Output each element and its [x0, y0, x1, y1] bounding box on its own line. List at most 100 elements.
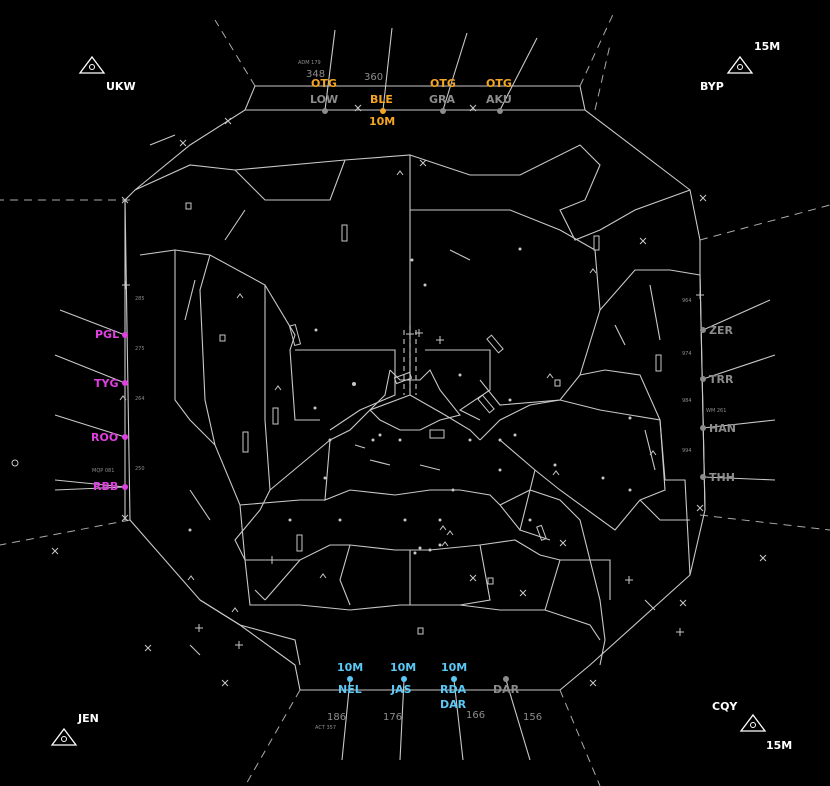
- tick-marks: [51, 104, 767, 687]
- north-gates: OTG LOW BLE 10M OTG GRA OTG AKU: [310, 77, 512, 128]
- gate-dot: [122, 380, 128, 386]
- gate-name: THH: [709, 471, 735, 484]
- gate-rbb[interactable]: RBB: [93, 480, 128, 493]
- heading-south-2: 176: [383, 712, 402, 723]
- heading-west-2: 275: [135, 346, 145, 352]
- gate-rda[interactable]: 10M RDA DAR: [440, 661, 467, 711]
- heading-south-1: 186: [327, 712, 346, 723]
- gate-roo[interactable]: ROO: [91, 431, 128, 444]
- gate-han[interactable]: HAN: [700, 422, 736, 435]
- gate-status: 10M: [337, 661, 363, 674]
- fix-west: MQP 081: [92, 468, 114, 474]
- gate-dot: [497, 108, 503, 114]
- beacon-label: UKW: [106, 80, 136, 93]
- beacon-time: 15M: [754, 40, 780, 53]
- fix-south: ACT 357: [315, 725, 336, 731]
- gate-dot: [122, 484, 128, 490]
- heading-west-1: 285: [135, 296, 145, 302]
- gate-dot: [700, 327, 706, 333]
- west-gates: PGL TYG ROO RBB: [91, 328, 128, 493]
- beacon-icon: [726, 55, 754, 74]
- gate-trr[interactable]: TRR: [700, 373, 734, 386]
- gate-feed-lines: [54, 27, 776, 761]
- gate-name: GRA: [429, 93, 455, 106]
- gate-name: BLE: [370, 93, 393, 106]
- heading-north-1: 348: [306, 69, 325, 80]
- beacon-label: JEN: [77, 712, 99, 725]
- beacon-icon: [50, 727, 78, 746]
- gate-name: JAS: [390, 683, 412, 696]
- beacon-time: 15M: [766, 739, 792, 752]
- gate-name: RDA: [440, 683, 467, 696]
- gate-dot: [700, 376, 706, 382]
- beacon-cqy[interactable]: CQY 15M: [712, 700, 792, 752]
- east-gates: ZER TRR HAN THH: [700, 324, 736, 484]
- gate-dot: [440, 108, 446, 114]
- heading-east-4: 994: [682, 448, 692, 454]
- gate-dot: [122, 332, 128, 338]
- fix-east: WM 261: [706, 408, 726, 414]
- terrain-glyphs: [11, 170, 704, 649]
- gate-nel[interactable]: 10M NEL: [337, 661, 363, 696]
- gate-dot: [700, 474, 706, 480]
- gate-name: RBB: [93, 480, 118, 493]
- beacon-label: BYP: [700, 80, 724, 93]
- heading-north-2: 360: [364, 72, 383, 83]
- gate-name: TYG: [94, 377, 119, 390]
- gate-status: 10M: [390, 661, 416, 674]
- gate-ble[interactable]: BLE 10M: [369, 93, 395, 128]
- gate-dot: [380, 108, 386, 114]
- gate-name: HAN: [709, 422, 736, 435]
- gate-dot: [347, 676, 353, 682]
- gate-status: 10M: [369, 115, 395, 128]
- fix-north: ADM 179: [298, 60, 321, 66]
- waypoint-dots: [188, 247, 632, 555]
- gate-name: AKU: [486, 93, 512, 106]
- heading-east-3: 984: [682, 398, 692, 404]
- beacon-icon: [739, 713, 767, 732]
- gate-gra[interactable]: OTG GRA: [429, 77, 456, 114]
- gate-dar[interactable]: DAR: [493, 676, 520, 696]
- gate-status: 10M: [441, 661, 467, 674]
- beacon-icon: [78, 55, 106, 74]
- heading-east-2: 974: [682, 351, 692, 357]
- gate-status: OTG: [311, 77, 337, 90]
- south-gates: 10M NEL 10M JAS 10M RDA DAR DAR: [337, 661, 520, 711]
- gate-name: PGL: [95, 328, 119, 341]
- beacon-ukw[interactable]: UKW: [78, 55, 136, 93]
- gate-dot: [322, 108, 328, 114]
- gate-name: DAR: [493, 683, 520, 696]
- gate-dot: [503, 676, 509, 682]
- beacon-label: CQY: [712, 700, 738, 713]
- gate-tyg[interactable]: TYG: [94, 377, 128, 390]
- heading-east-1: 964: [682, 298, 692, 304]
- gate-name: TRR: [709, 373, 734, 386]
- gate-name: ROO: [91, 431, 118, 444]
- range-dashes: [0, 9, 830, 786]
- sector-boundaries: [124, 85, 706, 691]
- gate-status: OTG: [430, 77, 456, 90]
- heading-west-3: 264: [135, 396, 145, 402]
- gate-pgl[interactable]: PGL: [95, 328, 128, 341]
- heading-south-3: 166: [466, 710, 485, 721]
- gate-jas[interactable]: 10M JAS: [390, 661, 416, 696]
- heading-west-4: 250: [135, 466, 145, 472]
- gate-name: ZER: [709, 324, 733, 337]
- gate-name: LOW: [310, 93, 338, 106]
- beacon-byp[interactable]: BYP 15M: [700, 40, 780, 93]
- gate-dot: [700, 425, 706, 431]
- gate-zer[interactable]: ZER: [700, 324, 733, 337]
- heading-south-4: 156: [523, 712, 542, 723]
- gate-low[interactable]: OTG LOW: [310, 77, 338, 114]
- gate-dot: [122, 434, 128, 440]
- gate-thh[interactable]: THH: [700, 471, 735, 484]
- gate-name: NEL: [338, 683, 362, 696]
- gate-aku[interactable]: OTG AKU: [486, 77, 512, 114]
- gate-dot: [401, 676, 407, 682]
- gate-dot: [451, 676, 457, 682]
- gate-status: OTG: [486, 77, 512, 90]
- heading-labels: 348 360 186 176 166 156 285 275 264 250 …: [92, 60, 726, 731]
- beacon-jen[interactable]: JEN: [50, 712, 99, 746]
- runway-markers: [185, 202, 662, 635]
